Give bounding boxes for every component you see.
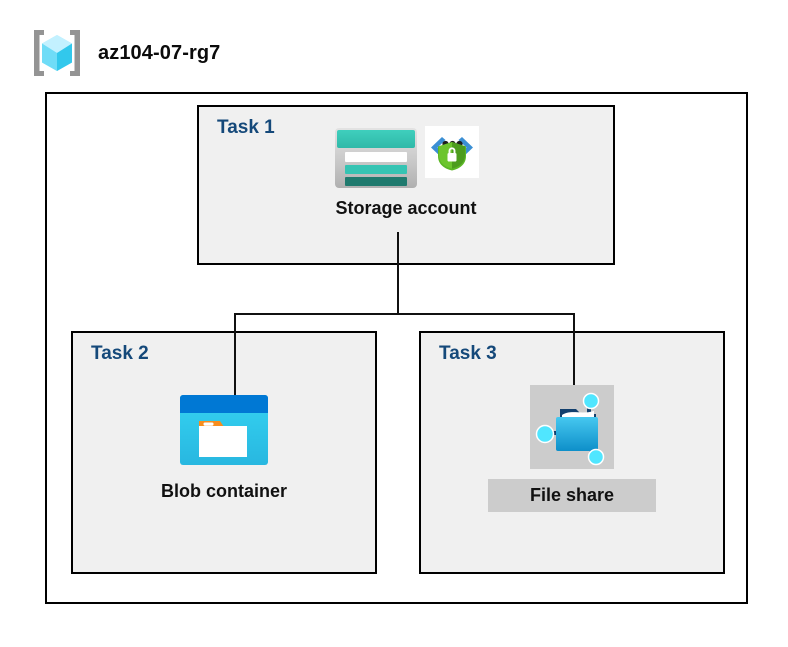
connector-branch-bus bbox=[234, 313, 575, 315]
task-2-label: Task 2 bbox=[91, 343, 149, 364]
task-2-box[interactable]: Task 2 bbox=[71, 331, 377, 574]
resource-group-icon bbox=[30, 28, 84, 78]
task-1-label: Task 1 bbox=[217, 117, 275, 138]
file-share-icon bbox=[530, 385, 614, 469]
storage-account-icon bbox=[333, 126, 419, 190]
storage-account-icon-row bbox=[333, 126, 479, 192]
resource-group-name: az104-07-rg7 bbox=[98, 41, 221, 64]
file-share-caption: File share bbox=[487, 479, 657, 512]
task-3-label: Task 3 bbox=[439, 343, 497, 364]
blob-container-caption: Blob container bbox=[160, 481, 287, 501]
resource-group-header: az104-07-rg7 bbox=[30, 28, 220, 78]
secure-endpoint-icon bbox=[425, 126, 479, 178]
node-storage-account[interactable]: Storage account bbox=[197, 126, 615, 219]
resource-group-boundary bbox=[45, 92, 748, 604]
connector-bus-to-blob-container bbox=[234, 313, 236, 395]
node-blob-container[interactable]: Blob container bbox=[71, 393, 377, 502]
storage-account-caption: Storage account bbox=[335, 198, 477, 218]
connector-storage-to-bus bbox=[397, 232, 399, 314]
blob-container-icon bbox=[178, 393, 270, 467]
node-file-share[interactable]: File share bbox=[419, 385, 725, 512]
connector-bus-to-file-share bbox=[573, 313, 575, 391]
